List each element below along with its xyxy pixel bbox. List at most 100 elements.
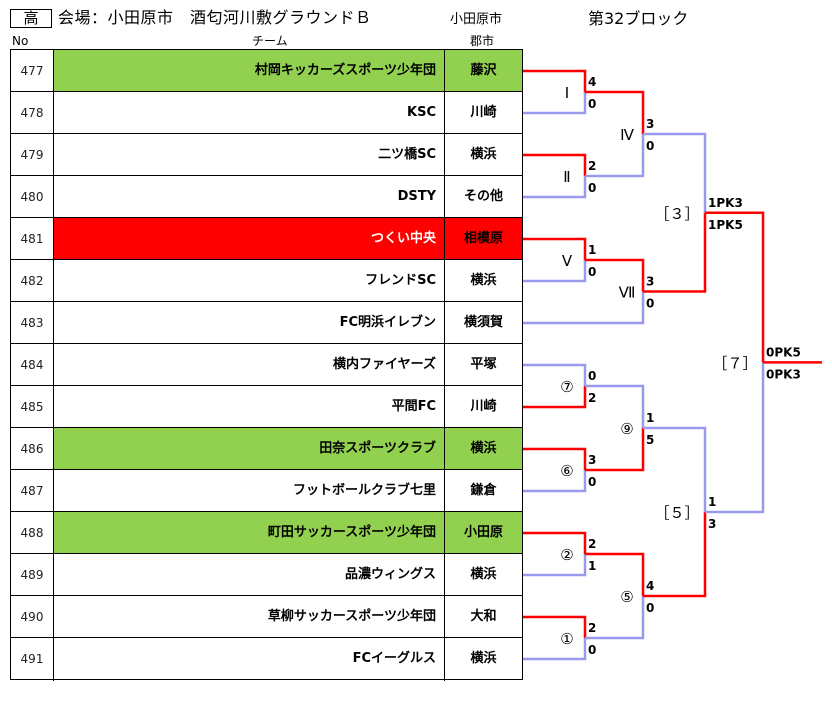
bracket-line-top xyxy=(585,90,645,134)
bracket-line-top xyxy=(523,447,587,470)
score-top: 1 xyxy=(588,243,596,257)
bracket-line-bottom xyxy=(523,470,587,493)
match-label: Ⅳ xyxy=(620,126,634,144)
team-number: 484 xyxy=(20,358,44,372)
score-top: 1PK3 xyxy=(708,196,743,210)
score-top: 3 xyxy=(588,453,596,467)
bracket-line-bottom xyxy=(523,92,587,115)
score-top: 2 xyxy=(588,159,596,173)
team-number: 481 xyxy=(20,232,44,246)
team-city: 横浜 xyxy=(445,428,522,469)
team-name: 二ツ橋SC xyxy=(53,134,445,175)
team-city: 川崎 xyxy=(470,105,497,120)
team-row: 477 村岡キッカーズスポーツ少年団藤沢 xyxy=(11,50,522,92)
team-number: 479 xyxy=(20,148,44,162)
bracket-line-bottom xyxy=(523,291,645,325)
match-label: ② xyxy=(560,546,573,564)
bracket-line-top xyxy=(523,69,587,92)
team-city: 小田原 xyxy=(445,512,522,553)
team-city: 平塚 xyxy=(470,357,497,372)
match-label: Ⅶ xyxy=(619,284,636,302)
match-label: ［７］ xyxy=(712,354,757,372)
bracket-line-top xyxy=(705,211,765,363)
bracket-line-bottom xyxy=(643,212,707,293)
host-city: 小田原市 xyxy=(450,12,503,27)
team-name: 田奈スポーツクラブ xyxy=(53,428,445,469)
team-number: 491 xyxy=(20,652,44,666)
score-top: 4 xyxy=(646,579,654,593)
team-city: 鎌倉 xyxy=(470,483,497,498)
team-city: 横浜 xyxy=(470,651,497,666)
score-bottom: 2 xyxy=(588,391,596,405)
column-header-city: 郡市 xyxy=(470,34,495,48)
team-name: 草柳サッカースポーツ少年団 xyxy=(53,596,445,637)
team-city: 藤沢 xyxy=(445,50,522,91)
team-number: 486 xyxy=(20,442,44,456)
team-number: 485 xyxy=(20,400,44,414)
venue-title: 会場：小田原市 酒匂河川敷グラウンドＢ xyxy=(58,8,372,27)
score-top: 2 xyxy=(588,621,596,635)
score-top: 0 xyxy=(588,369,596,383)
score-bottom: 0 xyxy=(588,265,596,279)
bracket-line-top xyxy=(585,384,645,428)
match-label: ⑨ xyxy=(620,420,633,438)
team-number: 490 xyxy=(20,610,44,624)
team-name: 町田サッカースポーツ少年団 xyxy=(53,512,445,553)
score-bottom: 0 xyxy=(646,139,654,153)
bracket-line-bottom xyxy=(523,176,587,199)
score-top: 4 xyxy=(588,75,596,89)
score-top: 1 xyxy=(646,411,654,425)
team-name: 横内ファイヤーズ xyxy=(53,344,445,385)
bracket-line-top xyxy=(643,132,707,213)
team-city: 大和 xyxy=(470,609,497,624)
bracket-line-bottom xyxy=(523,386,587,409)
bracket-line-bottom xyxy=(585,134,645,178)
bracket-line-top xyxy=(523,615,587,638)
team-number: 477 xyxy=(20,64,44,78)
bracket-line-bottom xyxy=(585,428,645,472)
score-top: 3 xyxy=(646,275,654,289)
score-top: 3 xyxy=(646,117,654,131)
team-city: 相模原 xyxy=(445,218,522,259)
bracket-line-top xyxy=(523,153,587,176)
match-label: Ⅱ xyxy=(563,168,570,186)
column-header-no: No xyxy=(12,34,29,48)
bracket-line-top xyxy=(643,426,707,512)
bracket-line-top xyxy=(523,363,587,386)
bracket-line-bottom xyxy=(523,638,587,661)
column-header-team: チーム xyxy=(252,34,288,48)
team-row: 490 草柳サッカースポーツ少年団 大和 xyxy=(11,596,522,638)
score-top: 1 xyxy=(708,495,716,509)
score-bottom: 3 xyxy=(708,517,716,531)
team-city: その他 xyxy=(463,189,503,204)
team-name: つくい中央 xyxy=(53,218,445,259)
match-label: ［３］ xyxy=(654,205,699,223)
team-name: 村岡キッカーズスポーツ少年団 xyxy=(53,50,445,91)
team-city: 川崎 xyxy=(470,399,497,414)
team-city: 横須賀 xyxy=(463,315,503,330)
bracket-line-bottom xyxy=(523,554,587,577)
team-city: 横浜 xyxy=(470,273,497,288)
category-badge: 高 xyxy=(10,9,52,28)
bracket-line-bottom xyxy=(643,512,707,598)
match-label: Ⅰ xyxy=(565,84,569,102)
score-bottom: 0 xyxy=(646,601,654,615)
team-row: 486 田奈スポーツクラブ横浜 xyxy=(11,428,522,470)
team-city: 横浜 xyxy=(470,567,497,582)
match-label: ⑦ xyxy=(560,378,573,396)
match-label: ［５］ xyxy=(654,504,699,522)
score-bottom: 0 xyxy=(588,475,596,489)
score-top: 0PK5 xyxy=(766,345,801,359)
bracket-line-bottom xyxy=(705,362,765,514)
team-row: 484 横内ファイヤーズ 平塚 xyxy=(11,344,522,386)
team-name: FC明浜イレブン xyxy=(53,302,445,343)
